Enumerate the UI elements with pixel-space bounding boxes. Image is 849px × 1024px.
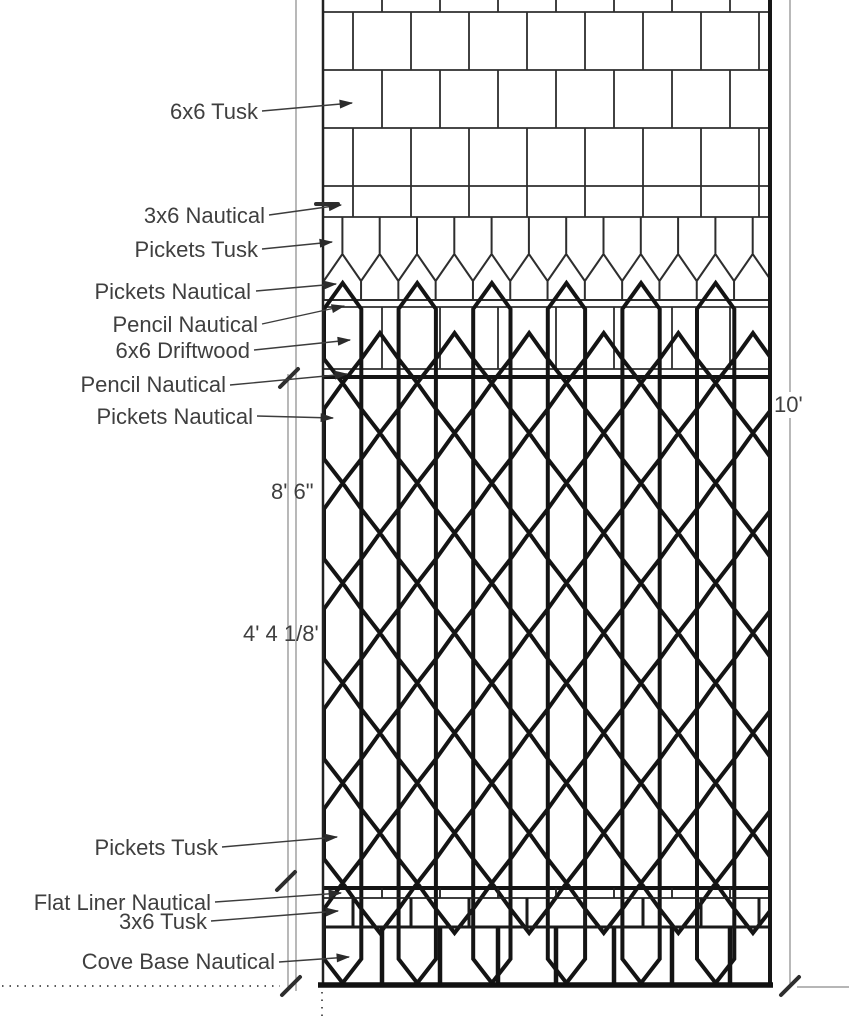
leader-line-7 <box>256 413 335 423</box>
leader-line-6 <box>229 370 349 386</box>
band-flat-liner <box>322 888 770 899</box>
dimension-ticks <box>275 202 801 997</box>
leader-line-9 <box>214 889 343 903</box>
leader-line-11 <box>278 953 351 963</box>
label-pickets-nautical-top: Pickets Nautical <box>94 279 251 304</box>
dimension-total-height: 10' <box>772 392 805 418</box>
label-pickets-tusk-top: Pickets Tusk <box>134 237 258 262</box>
label-flat-liner-nautical: Flat Liner Nautical <box>33 890 211 915</box>
picket-mesh-field <box>322 279 770 987</box>
band-3x6-nautical <box>322 186 770 218</box>
leader-line-10 <box>210 907 340 922</box>
leader-line-2 <box>261 238 334 250</box>
band-cove-base <box>379 927 733 985</box>
wall-bands <box>322 0 770 987</box>
dimension-upper-segment: 8' 6" <box>271 479 314 504</box>
label-3x6-nautical: 3x6 Nautical <box>143 203 265 228</box>
label-6x6-driftwood: 6x6 Driftwood <box>115 338 250 363</box>
brick-field-6x6-tusk <box>322 0 770 187</box>
label-pickets-nautical-field: Pickets Nautical <box>96 404 253 429</box>
leader-line-8 <box>221 833 339 848</box>
band-3x6-tusk <box>322 898 770 929</box>
label-cove-base-nautical: Cove Base Nautical <box>81 949 275 974</box>
band-pickets-top <box>322 217 770 301</box>
leader-lines <box>210 99 354 963</box>
leader-line-5 <box>253 336 352 351</box>
leader-line-1 <box>268 202 343 216</box>
label-3x6-tusk: 3x6 Tusk <box>118 909 207 934</box>
label-6x6-tusk: 6x6 Tusk <box>169 99 258 124</box>
leader-line-4 <box>261 304 346 325</box>
label-pickets-tusk-field: Pickets Tusk <box>94 835 218 860</box>
dimension-field-segment: 4' 4 1/8' <box>243 621 319 646</box>
label-pencil-nautical-upper: Pencil Nautical <box>112 312 258 337</box>
leader-line-3 <box>255 280 338 292</box>
label-pencil-nautical-lower: Pencil Nautical <box>80 372 226 397</box>
dotted-reference-lines <box>2 985 323 1022</box>
dimension-lines <box>287 0 849 991</box>
leader-line-0 <box>261 99 354 112</box>
